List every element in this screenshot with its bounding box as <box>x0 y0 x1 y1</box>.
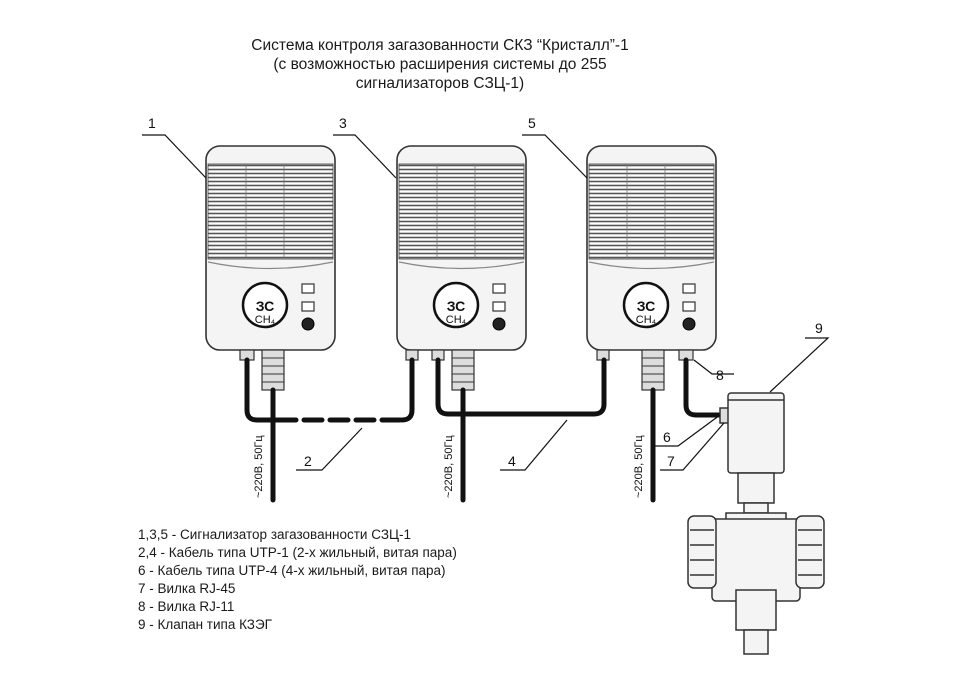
legend-item: 2,4 - Кабель типа UTP-1 (2-х жильный, ви… <box>138 545 457 560</box>
logo-text: ЗС <box>637 298 656 314</box>
power-label-1: ~220В, 50Гц <box>253 435 265 498</box>
power-cable-boot <box>261 349 285 391</box>
logo-sub: CH₄ <box>255 314 276 326</box>
callout-2: 2 <box>304 453 312 469</box>
power-label-3: ~220В, 50Гц <box>443 435 455 498</box>
cable-6 <box>683 357 723 418</box>
legend-item: 9 - Клапан типа КЗЭГ <box>138 617 272 632</box>
callout-5: 5 <box>528 115 536 131</box>
legend-item: 1,3,5 - Сигнализатор загазованности СЗЦ-… <box>138 527 411 542</box>
callout-1: 1 <box>148 115 156 131</box>
callout-8: 8 <box>716 367 724 383</box>
logo-sub: CH₄ <box>636 314 657 326</box>
legend: 1,3,5 - Сигнализатор загазованности СЗЦ-… <box>138 526 457 634</box>
valve-kzeg <box>687 392 825 655</box>
indicator-led <box>682 301 696 312</box>
diagram-title: Система контроля загазованности СКЗ “Кри… <box>200 36 680 93</box>
cable-4 <box>435 357 607 417</box>
gas-detector-1: ЗС CH₄ <box>205 145 336 391</box>
power-label-5: ~220В, 50Гц <box>633 435 645 498</box>
title-line-2: (с возможностью расширения системы до 25… <box>273 56 607 73</box>
cable-2-solid <box>244 357 281 423</box>
indicator-led <box>492 283 506 294</box>
control-button-icon <box>301 317 315 331</box>
indicator-led <box>682 283 696 294</box>
indicator-led <box>301 301 315 312</box>
logo-icon: ЗС CH₄ <box>432 281 480 329</box>
logo-sub: CH₄ <box>446 314 467 326</box>
callout-9: 9 <box>815 320 823 336</box>
power-cable-boot <box>451 349 475 391</box>
callout-4: 4 <box>508 453 516 469</box>
indicator-led <box>492 301 506 312</box>
callout-7: 7 <box>667 453 675 469</box>
gas-detector-3: ЗС CH₄ <box>396 145 527 391</box>
vent-grille <box>588 163 715 260</box>
logo-icon: ЗС CH₄ <box>241 281 289 329</box>
logo-text: ЗС <box>447 298 466 314</box>
control-button-icon <box>492 317 506 331</box>
cable-2-end <box>399 357 415 423</box>
legend-item: 7 - Вилка RJ-45 <box>138 581 236 596</box>
title-line-3: сигнализаторов СЗЦ-1) <box>355 75 525 92</box>
legend-item: 8 - Вилка RJ-11 <box>138 599 235 614</box>
logo-text: ЗС <box>256 298 275 314</box>
power-cable-boot <box>641 349 665 391</box>
title-line-1: Система контроля загазованности СКЗ “Кри… <box>251 37 629 54</box>
callout-6: 6 <box>663 429 671 445</box>
gas-detector-5: ЗС CH₄ <box>586 145 717 391</box>
logo-icon: ЗС CH₄ <box>622 281 670 329</box>
legend-item: 6 - Кабель типа UTP-4 (4-х жильный, вита… <box>138 563 446 578</box>
indicator-led <box>301 283 315 294</box>
callout-3: 3 <box>339 115 347 131</box>
vent-grille <box>398 163 525 260</box>
control-button-icon <box>682 317 696 331</box>
vent-grille <box>207 163 334 260</box>
